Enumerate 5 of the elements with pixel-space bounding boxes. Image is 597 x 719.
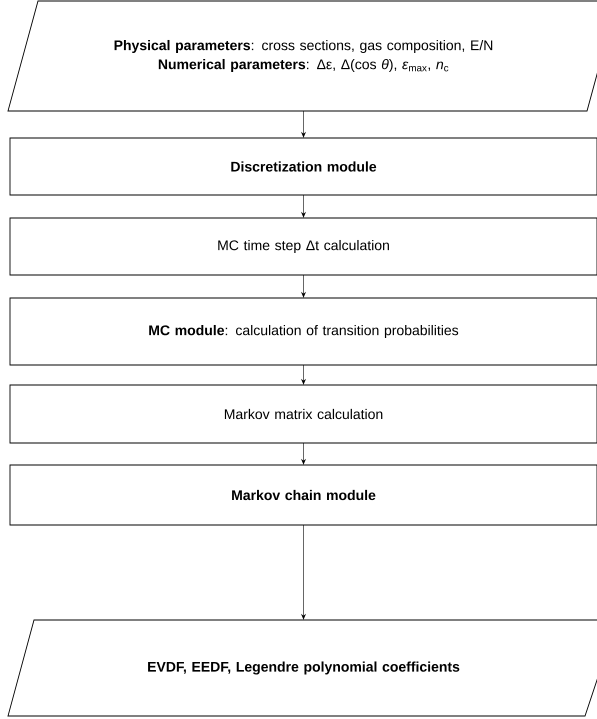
process-box: Markov matrix calculation xyxy=(10,384,597,444)
process-box: MC module: calculation of transition probabilities xyxy=(10,298,597,366)
process-box: MC time step Δt calculation xyxy=(10,218,597,276)
process-box: Markov chain module xyxy=(10,464,597,526)
process-box: Discretization module xyxy=(10,138,597,196)
